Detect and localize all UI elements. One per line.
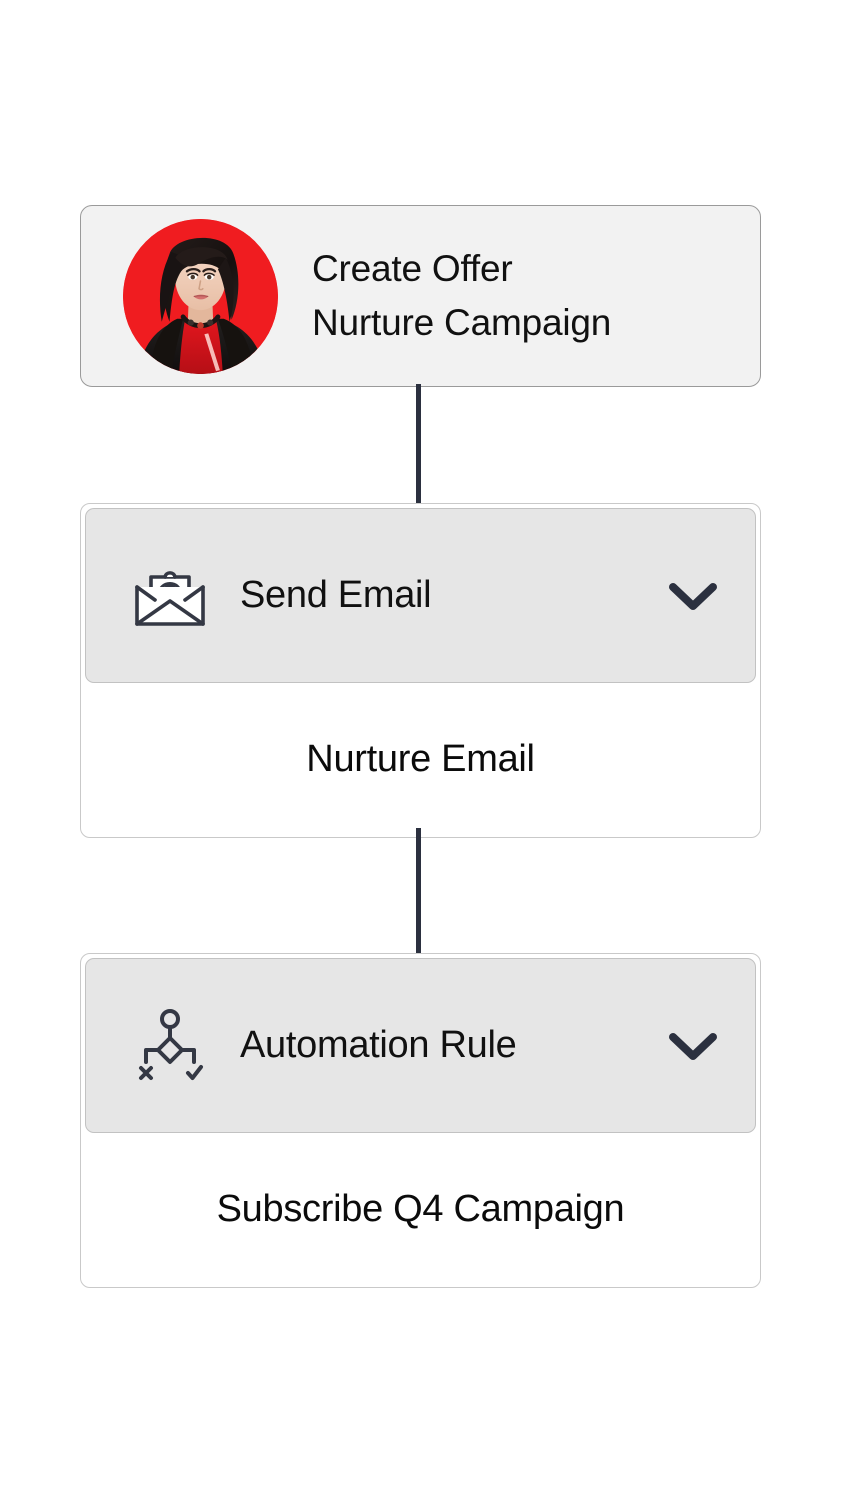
email-envelope-at-icon bbox=[128, 554, 212, 638]
connector-email-to-rule bbox=[416, 828, 421, 956]
create-offer-title-line1: Create Offer bbox=[312, 248, 513, 290]
chevron-down-icon[interactable] bbox=[663, 1024, 723, 1068]
automation-rule-body[interactable]: Subscribe Q4 Campaign bbox=[81, 1133, 760, 1285]
automation-rule-label: Automation Rule bbox=[240, 1024, 517, 1066]
create-offer-title-line2: Nurture Campaign bbox=[312, 302, 612, 343]
send-email-node[interactable]: Send Email Nurture Email bbox=[80, 503, 761, 838]
person-photo-avatar bbox=[123, 218, 278, 374]
automation-rule-flow-icon bbox=[128, 1004, 212, 1088]
nurture-email-label: Nurture Email bbox=[306, 737, 535, 780]
automation-rule-node[interactable]: Automation Rule Subscribe Q4 Campaign bbox=[80, 953, 761, 1288]
send-email-label: Send Email bbox=[240, 574, 432, 616]
create-offer-title: Create Offer Nurture Campaign bbox=[312, 242, 611, 349]
chevron-down-icon[interactable] bbox=[663, 574, 723, 618]
subscribe-q4-campaign-label: Subscribe Q4 Campaign bbox=[216, 1187, 625, 1230]
create-offer-node[interactable]: Create Offer Nurture Campaign bbox=[80, 205, 761, 387]
connector-trigger-to-email bbox=[416, 384, 421, 508]
send-email-body[interactable]: Nurture Email bbox=[81, 683, 760, 835]
send-email-header[interactable]: Send Email bbox=[85, 508, 756, 683]
automation-rule-header[interactable]: Automation Rule bbox=[85, 958, 756, 1133]
